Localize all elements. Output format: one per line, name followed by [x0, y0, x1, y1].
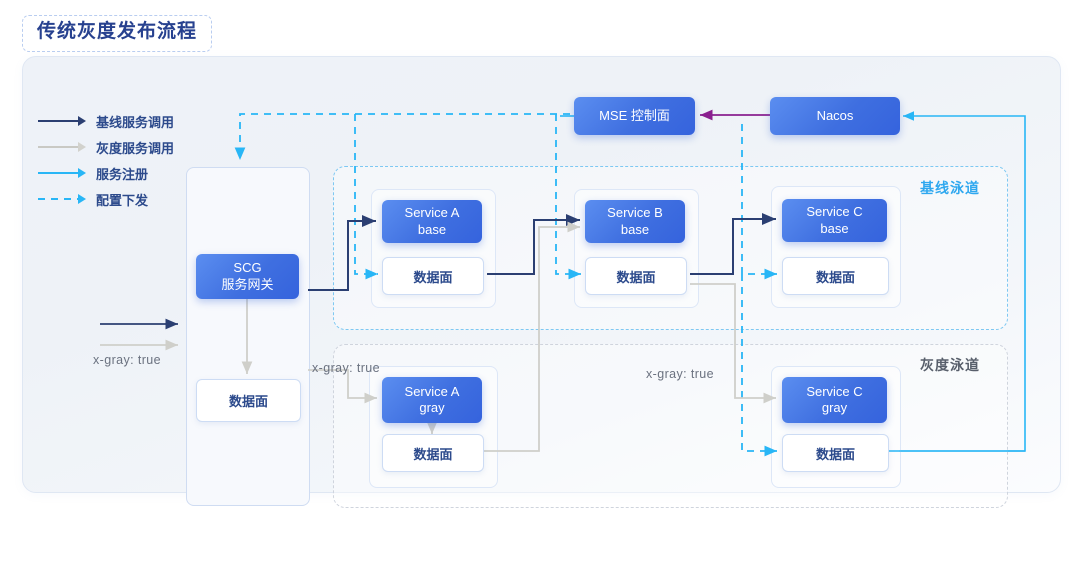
node-service-c-gray-line2: gray [821, 400, 848, 415]
legend-item-baseline-call: 基线服务调用 [38, 108, 198, 134]
node-service-c-gray-line1: Service C [806, 383, 863, 399]
node-service-b-base-line2: base [620, 221, 650, 237]
node-nacos-label: Nacos [816, 107, 854, 123]
wire-config-to-service-c-gray [741, 274, 777, 457]
node-service-b-base[interactable]: Service B base [585, 200, 685, 243]
node-service-c-base-dataplane[interactable]: 数据面 [782, 257, 889, 295]
node-gateway-dataplane-label: 数据面 [228, 394, 268, 409]
annotation-service-c-gray-x-gray: x-gray: true [646, 367, 715, 381]
node-service-a-base-line1: Service A [404, 205, 460, 221]
node-service-c-gray-dataplane-label: 数据面 [815, 446, 855, 462]
node-service-c-base-line1: Service C [806, 204, 863, 220]
legend-label-service-registry: 服务注册 [96, 166, 149, 182]
node-service-b-base-dataplane[interactable]: 数据面 [585, 257, 687, 295]
wire-config-to-service-b-base [555, 114, 581, 280]
lane-gray-title: 灰度泳道 [920, 357, 980, 373]
annotation-service-a-gray-x-gray: x-gray: true [312, 361, 381, 375]
node-service-a-base-dataplane-label: 数据面 [413, 269, 453, 285]
node-service-a-gray-dataplane[interactable]: 数据面 [382, 434, 484, 472]
wire-config-to-service-a-base [354, 114, 378, 280]
node-service-c-base-line2: base [820, 220, 849, 236]
wire-config-bus [234, 113, 596, 160]
annotation-gateway-x-gray: x-gray: true [93, 353, 162, 367]
node-service-a-gray-dataplane-label: 数据面 [413, 446, 453, 462]
node-service-b-base-line1: Service B [607, 205, 663, 221]
gateway-panel [186, 167, 310, 506]
node-service-c-gray[interactable]: Service C gray [782, 377, 887, 423]
node-service-a-gray-line2: gray [419, 400, 445, 415]
node-mse-control-plane[interactable]: MSE 控制面 [574, 97, 695, 135]
wire-gateway-to-service-a-base [308, 215, 376, 291]
page-title: 传统灰度发布流程 [22, 15, 213, 52]
wire-service-a-gray-to-service-b-base [484, 221, 580, 452]
node-gateway-dataplane[interactable]: 数据面 [196, 379, 301, 422]
legend-item-config-push: 配置下发 [38, 186, 198, 212]
node-service-c-gray-dataplane[interactable]: 数据面 [782, 434, 889, 472]
wire-gateway-to-service-a-gray [308, 369, 377, 404]
legend-label-gray-call: 灰度服务调用 [96, 140, 175, 156]
config-push-line-icon [38, 193, 86, 205]
node-service-c-base-dataplane-label: 数据面 [815, 269, 855, 285]
legend-label-config-push: 配置下发 [96, 192, 149, 208]
lane-baseline-title: 基线泳道 [920, 180, 980, 196]
legend-item-service-registry: 服务注册 [38, 160, 198, 186]
gray-call-line-icon [38, 141, 86, 153]
service-registry-line-icon [38, 167, 86, 179]
node-service-a-base-line2: base [417, 221, 447, 237]
wire-config-to-service-c-base [741, 124, 777, 280]
legend-item-gray-call: 灰度服务调用 [38, 134, 198, 160]
node-scg-gateway-line1: SCG [233, 260, 262, 276]
node-service-a-gray-line1: Service A [404, 383, 460, 399]
node-service-c-base[interactable]: Service C base [782, 199, 887, 242]
wire-service-b-to-service-c-base [690, 213, 776, 275]
legend-label-baseline-call: 基线服务调用 [96, 114, 175, 130]
node-service-a-base-dataplane[interactable]: 数据面 [382, 257, 484, 295]
node-service-a-base[interactable]: Service A base [382, 200, 482, 243]
node-service-a-gray[interactable]: Service A gray [382, 377, 482, 423]
baseline-call-line-icon [38, 115, 86, 127]
legend: 基线服务调用 灰度服务调用 服务注册 配置下发 [38, 108, 198, 212]
node-scg-gateway[interactable]: SCG 服务网关 [196, 254, 299, 299]
node-service-b-base-dataplane-label: 数据面 [616, 269, 656, 285]
wire-service-a-to-service-b-base [487, 214, 580, 275]
wire-service-b-to-service-c-gray [690, 283, 776, 404]
node-mse-label: MSE 控制面 [599, 107, 670, 123]
node-scg-gateway-line2: 服务网关 [221, 276, 274, 292]
node-nacos[interactable]: Nacos [770, 97, 900, 135]
